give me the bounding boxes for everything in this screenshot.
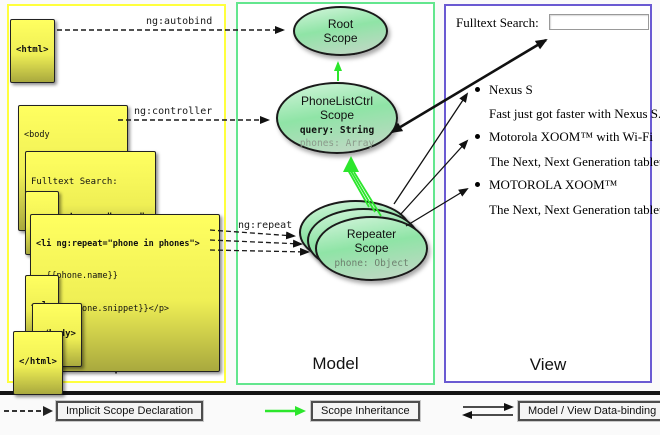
code-line: <p>{{phone.snippet}}</p> [36,304,170,314]
code-line: <body [24,129,50,140]
code-line: {{phone.name}} [36,271,118,282]
phonelistctrl-scope-ellipse: PhoneListCtrl Scope query: String phones… [276,82,398,154]
bullet-icon [475,182,480,187]
code-box-html-open: <html> [10,19,55,83]
ng-autobind-label: ng:autobind [146,16,213,27]
ng-controller-label: ng:controller [134,106,213,117]
double-arrow-icon [462,403,514,419]
ng-repeat-label: ng:repeat [238,220,293,231]
view-column-label: View [529,355,567,374]
code-line: </html> [19,357,57,368]
legend-model-view-databinding: Model / View Data-binding [518,401,660,421]
code-line: Fulltext Search: [31,177,118,188]
dashed-arrow-icon [4,406,53,416]
scope-property-phones: phones: Array [299,137,375,149]
root-scope-ellipse: Root Scope [293,6,388,56]
bullet-icon [475,134,480,139]
legend-implicit-scope-declaration: Implicit Scope Declaration [56,401,204,421]
bullet-icon [475,87,480,92]
green-arrow-icon [265,406,306,416]
view-item-desc: The Next, Next Generation tablet. [489,202,660,217]
code-line: <html> [16,45,49,56]
model-column-label: Model [312,354,359,373]
scope-name: Root [327,17,354,31]
view-item-title: Nexus S [489,82,533,97]
repeater-scope-ellipse: Repeater Scope phone: Object [315,216,428,281]
model-column: Model [236,2,435,385]
scope-name: Scope [323,31,358,46]
scope-name: Scope [319,108,355,123]
legend-divider [0,391,660,395]
scope-property-query: query: String [299,125,375,137]
view-item-title: MOTOROLA XOOM™ [489,177,618,192]
view-item-title: Motorola XOOM™ with Wi-Fi [489,129,654,144]
scope-name: Repeater [346,227,397,241]
view-search-label: Fulltext Search: [456,15,539,30]
fulltext-search-input[interactable] [549,14,649,30]
view-item-desc: Fast just got faster with Nexus S. [489,106,660,121]
view-item-desc: The Next, Next Generation tablet. [489,154,660,169]
scope-property-phone: phone: Object [334,258,409,270]
view-column: View [444,4,652,383]
legend-scope-inheritance: Scope Inheritance [311,401,420,421]
scope-name: PhoneListCtrl [300,94,374,108]
code-box-html-close: </html> [13,331,63,395]
scope-name: Scope [354,241,389,256]
code-line: <li ng:repeat="phone in phones"> [36,238,200,249]
code-box-li-repeat: <li ng:repeat="phone in phones"> {{phone… [30,214,220,373]
